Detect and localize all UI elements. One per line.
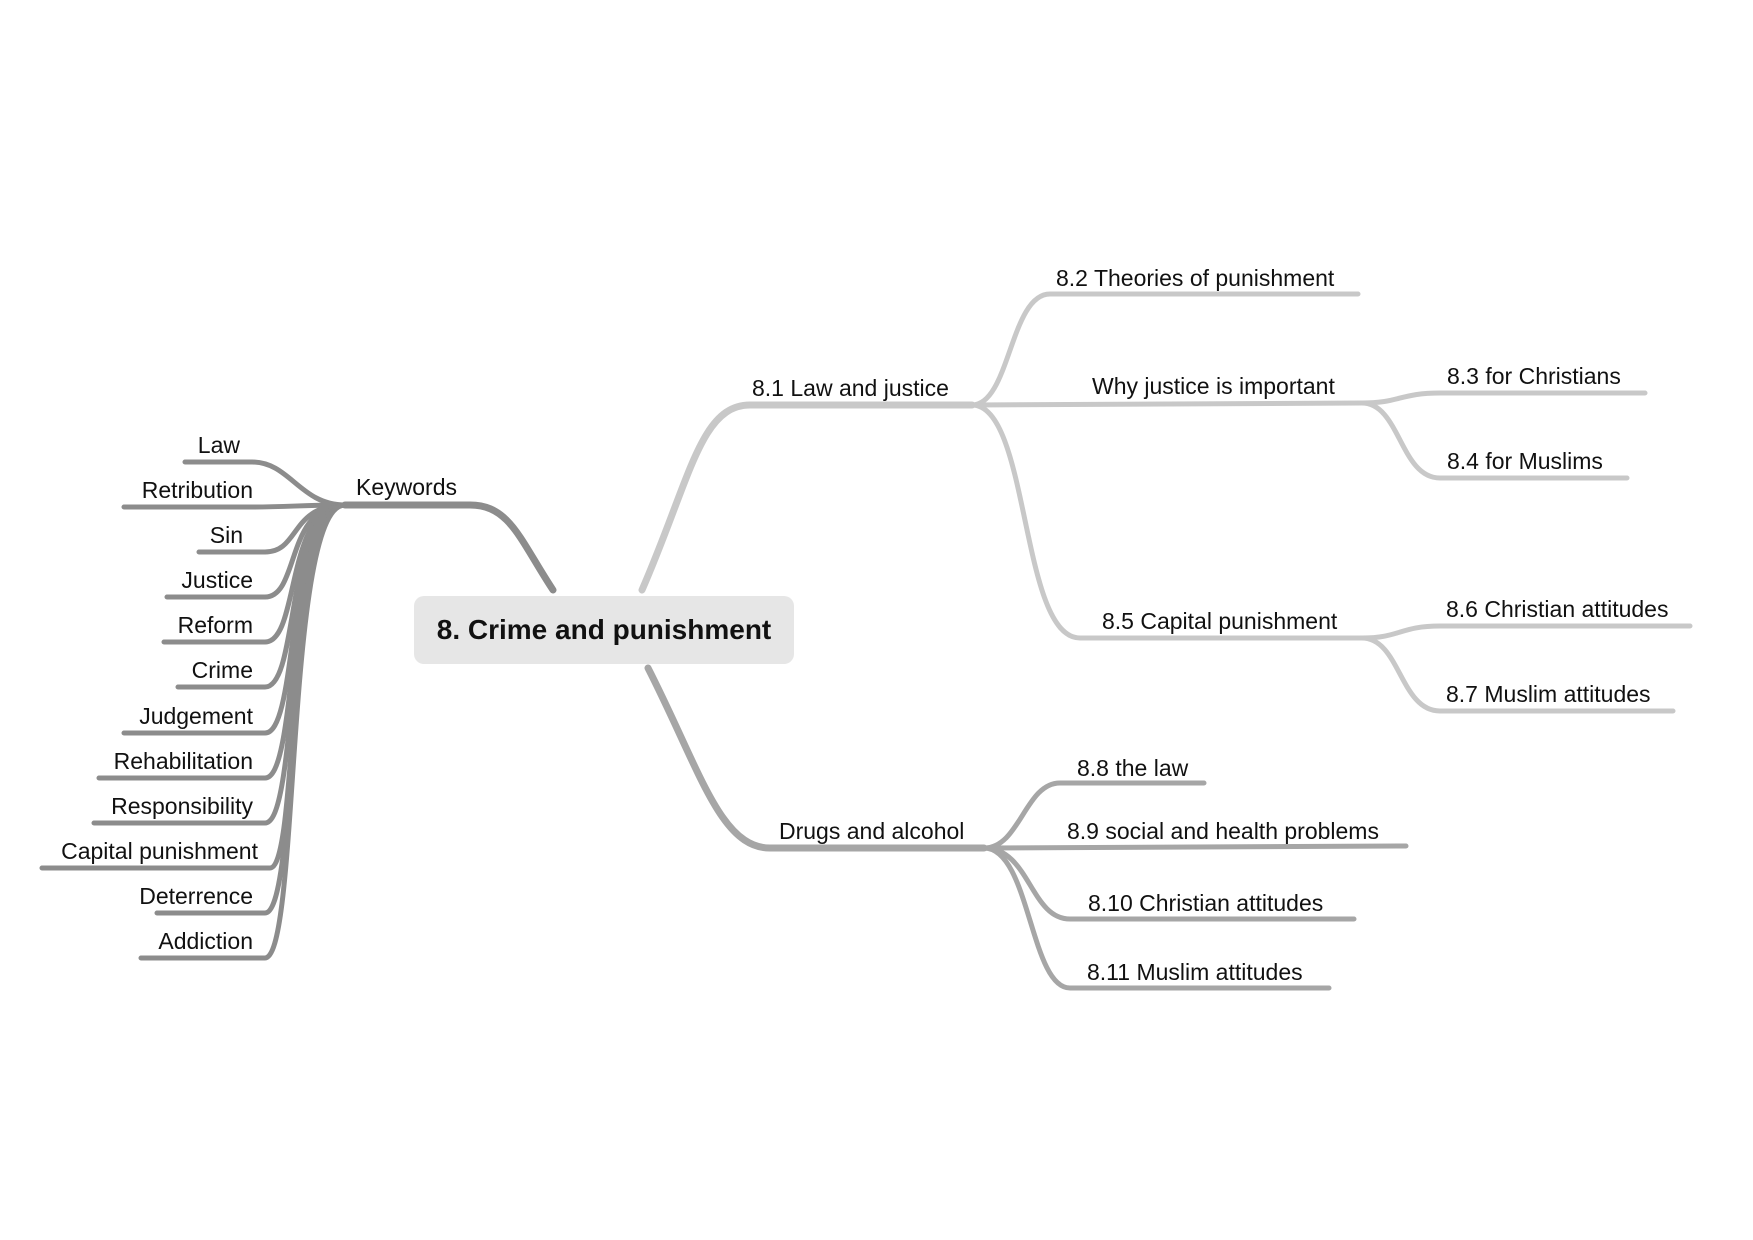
connector-central-to-law-justice [638, 401, 976, 594]
keyword-rehabilitation[interactable]: Rehabilitation [113, 748, 253, 774]
keyword-law[interactable]: Law [197, 432, 240, 458]
connector-why-important [969, 400, 1365, 408]
topic-drugs-social-health[interactable]: 8.9 social and health problems [1067, 818, 1379, 844]
topic-for-christians[interactable]: 8.3 for Christians [1447, 363, 1621, 389]
keyword-deterrence[interactable]: Deterrence [139, 883, 253, 909]
topic-capital-christian-attitudes[interactable]: 8.6 Christian attitudes [1446, 596, 1669, 622]
keywords-topic[interactable]: Keywords [356, 474, 457, 500]
topic-why-justice-important[interactable]: Why justice is important [1092, 373, 1335, 399]
keyword-addiction[interactable]: Addiction [158, 928, 253, 954]
keyword-responsibility[interactable]: Responsibility [111, 793, 253, 819]
topic-law-and-justice[interactable]: 8.1 Law and justice [752, 375, 949, 401]
topic-for-muslims[interactable]: 8.4 for Muslims [1447, 448, 1603, 474]
topic-drugs-christian-attitudes[interactable]: 8.10 Christian attitudes [1088, 890, 1324, 916]
topic-capital-muslim-attitudes[interactable]: 8.7 Muslim attitudes [1446, 681, 1651, 707]
connector-capital [969, 402, 1365, 641]
topic-drugs-muslim-attitudes[interactable]: 8.11 Muslim attitudes [1087, 959, 1303, 985]
keyword-sin[interactable]: Sin [209, 522, 243, 548]
keyword-judgement[interactable]: Judgement [139, 703, 253, 729]
topic-capital-punishment[interactable]: 8.5 Capital punishment [1102, 608, 1338, 634]
connector-muslims [1359, 400, 1630, 481]
topic-theories-of-punishment[interactable]: 8.2 Theories of punishment [1056, 265, 1335, 291]
connector-central-to-drugs [644, 664, 988, 852]
connector-capital-muslim [1359, 635, 1676, 714]
connector-capital-christian [1359, 623, 1693, 641]
keyword-justice[interactable]: Justice [181, 567, 253, 593]
keywords-connectors [39, 459, 557, 961]
connector-theories [969, 291, 1361, 408]
connector-keyword-retribution [121, 502, 348, 510]
central-topic-title: 8. Crime and punishment [436, 614, 772, 645]
connector-drugs-law [981, 780, 1207, 851]
connector-central-to-keywords [341, 501, 557, 594]
topic-drugs-the-law[interactable]: 8.8 the law [1077, 755, 1189, 781]
keyword-capital-punishment[interactable]: Capital punishment [61, 838, 258, 864]
keyword-reform[interactable]: Reform [177, 612, 253, 638]
connector-drugs-social [981, 843, 1409, 851]
connector-christians [1359, 390, 1648, 406]
keyword-crime[interactable]: Crime [191, 657, 253, 683]
keyword-retribution[interactable]: Retribution [141, 477, 253, 503]
topic-drugs-and-alcohol[interactable]: Drugs and alcohol [779, 818, 965, 844]
connector-keyword-addiction [138, 502, 348, 961]
central-topic[interactable]: 8. Crime and punishment [414, 596, 794, 664]
drugs-connectors [644, 664, 1409, 991]
law-justice-connectors [638, 291, 1693, 714]
connector-drugs-muslim [981, 845, 1332, 991]
